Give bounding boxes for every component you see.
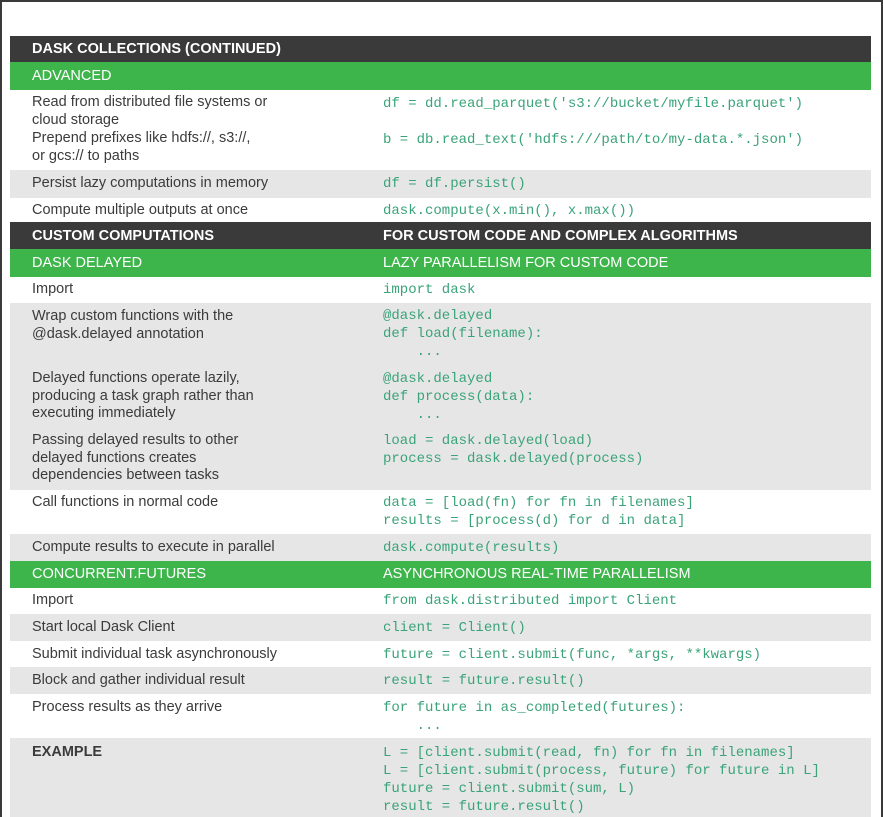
code-line: b = db.read_text('hdfs:///path/to/my-dat…: [383, 132, 804, 148]
row-code: result = future.result(): [383, 672, 585, 690]
row-code: @dask.delayed def load(filename): ...: [383, 307, 543, 361]
row-label: Passing delayed results to other delayed…: [32, 432, 239, 483]
row-code: for future in as_completed(futures): ...: [383, 699, 685, 735]
table-row: Compute multiple outputs at once dask.co…: [10, 198, 871, 222]
table-row: Import import dask: [10, 277, 871, 303]
code-line: @dask.delayed: [383, 371, 493, 387]
row-code: @dask.delayed def process(data): ...: [383, 370, 534, 424]
page-title: DASK COLLECTIONS (CONTINUED): [32, 41, 281, 57]
code-line: @dask.delayed: [383, 308, 493, 324]
row-code: import dask: [383, 281, 475, 299]
code-line: results = [process(d) for d in data]: [383, 513, 686, 529]
section-advanced-label: ADVANCED: [32, 68, 112, 84]
code-line: dask.compute(results): [383, 540, 560, 556]
row-label: Prepend prefixes like hdfs://, s3://, or…: [32, 130, 251, 164]
table-row: Block and gather individual result resul…: [10, 667, 871, 694]
code-line: def process(data):: [383, 389, 535, 405]
table-row: Process results as they arrive for futur…: [10, 694, 871, 738]
example-code: L = [client.submit(read, fn) for fn in f…: [383, 744, 820, 816]
row-code: from dask.distributed import Client: [383, 592, 677, 610]
code-line: from dask.distributed import Client: [383, 593, 678, 609]
code-line: import dask: [383, 282, 476, 298]
row-code: b = db.read_text('hdfs:///path/to/my-dat…: [383, 131, 803, 149]
row-label: Block and gather individual result: [32, 672, 245, 688]
table-row: Start local Dask Client client = Client(…: [10, 614, 871, 641]
code-line: ...: [383, 718, 442, 734]
table-row: Call functions in normal code data = [lo…: [10, 490, 871, 534]
custom-computations-header: CUSTOM COMPUTATIONS FOR CUSTOM CODE AND …: [10, 222, 871, 249]
row-code: data = [load(fn) for fn in filenames] res…: [383, 494, 694, 530]
row-label: Start local Dask Client: [32, 619, 175, 635]
custom-header-left: CUSTOM COMPUTATIONS: [32, 228, 215, 244]
code-line: client = Client(): [383, 620, 526, 636]
code-line: df = dd.read_parquet('s3://bucket/myfile…: [383, 96, 804, 112]
section-dask-delayed: DASK DELAYED LAZY PARALLELISM FOR CUSTOM…: [10, 249, 871, 277]
row-code: dask.compute(results): [383, 539, 559, 557]
row-label: Import: [32, 281, 74, 297]
example-row: EXAMPLE L = [client.submit(read, fn) for…: [10, 738, 871, 817]
code-line: data = [load(fn) for fn in filenames]: [383, 495, 694, 511]
custom-header-right: FOR CUSTOM CODE AND COMPLEX ALGORITHMS: [383, 228, 738, 244]
table-row: Persist lazy computations in memory df =…: [10, 170, 871, 198]
title-bar: DASK COLLECTIONS (CONTINUED): [10, 36, 871, 62]
code-line: def load(filename):: [383, 326, 543, 342]
code-line: for future in as_completed(futures):: [383, 700, 686, 716]
code-line: result = future.result(): [383, 799, 585, 815]
row-code: load = dask.delayed(load) process = dask.…: [383, 432, 643, 468]
row-label: Call functions in normal code: [32, 494, 219, 510]
code-line: ...: [383, 344, 442, 360]
row-label: Read from distributed file systems or cl…: [32, 94, 268, 128]
code-line: process = dask.delayed(process): [383, 451, 644, 467]
section-delayed-right: LAZY PARALLELISM FOR CUSTOM CODE: [383, 255, 669, 271]
code-line: L = [client.submit(process, future) for …: [383, 763, 820, 779]
code-line: dask.compute(x.min(), x.max()): [383, 203, 636, 219]
row-label: Process results as they arrive: [32, 699, 223, 715]
section-futures-right: ASYNCHRONOUS REAL-TIME PARALLELISM: [383, 566, 691, 582]
code-line: future = client.submit(func, *args, **kw…: [383, 647, 762, 663]
table-row: Submit individual task asynchronously fu…: [10, 641, 871, 667]
table-row-group: Wrap custom functions with the @dask.del…: [10, 303, 871, 490]
row-code: client = Client(): [383, 619, 526, 637]
table-row: Import from dask.distributed import Clie…: [10, 588, 871, 614]
section-advanced: ADVANCED: [10, 62, 871, 90]
code-line: future = client.submit(sum, L): [383, 781, 636, 797]
row-label: Compute results to execute in parallel: [32, 539, 275, 555]
code-line: load = dask.delayed(load): [383, 433, 594, 449]
row-label: Import: [32, 592, 74, 608]
table-row: Read from distributed file systems or cl…: [10, 90, 871, 170]
code-line: L = [client.submit(read, fn) for fn in f…: [383, 745, 795, 761]
table-row: Compute results to execute in parallel d…: [10, 534, 871, 561]
code-line: df = df.persist(): [383, 176, 526, 192]
code-line: result = future.result(): [383, 673, 585, 689]
section-concurrent-futures: CONCURRENT.FUTURES ASYNCHRONOUS REAL-TIM…: [10, 561, 871, 588]
section-delayed-left: DASK DELAYED: [32, 255, 143, 271]
row-code: df = dd.read_parquet('s3://bucket/myfile…: [383, 95, 803, 113]
example-label: EXAMPLE: [32, 744, 103, 760]
row-label: Delayed functions operate lazily, produc…: [32, 370, 254, 421]
row-label: Submit individual task asynchronously: [32, 646, 278, 662]
row-label: Wrap custom functions with the @dask.del…: [32, 308, 234, 342]
row-code: future = client.submit(func, *args, **kw…: [383, 646, 761, 664]
code-line: ...: [383, 407, 442, 423]
row-label: Compute multiple outputs at once: [32, 202, 249, 218]
row-label: Persist lazy computations in memory: [32, 175, 269, 191]
row-code: df = df.persist(): [383, 175, 526, 193]
section-futures-left: CONCURRENT.FUTURES: [32, 566, 206, 582]
row-code: dask.compute(x.min(), x.max()): [383, 202, 635, 220]
